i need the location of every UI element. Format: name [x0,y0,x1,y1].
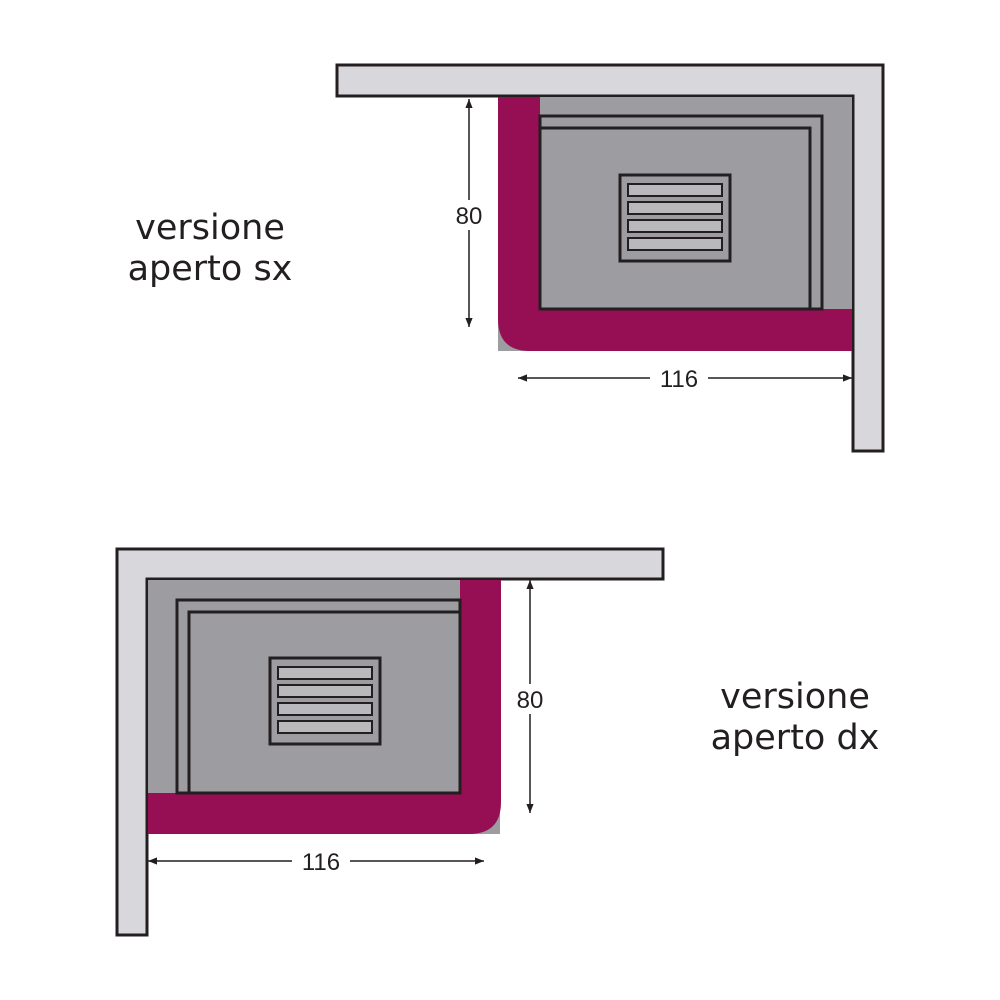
layout-title-aperto-sx: versione aperto sx [110,208,310,291]
width-dimension-value: 116 [302,849,340,876]
title-line-1: versione [135,208,285,248]
sofa-frame [148,580,501,834]
width-dimension-value: 116 [660,366,698,393]
layout-title-aperto-dx: versione aperto dx [695,677,895,760]
coffee-table [618,173,732,263]
wall-l-shape [335,63,885,453]
coffee-table [268,656,382,746]
layout-aperto-dx: 80 116 [115,547,665,937]
layout-aperto-sx: 80 116 [335,63,885,453]
wall-l-shape [115,547,665,937]
title-line-2: aperto sx [127,249,293,290]
title-line-2: aperto dx [710,718,880,759]
title-line-1: versione [720,677,870,717]
depth-dimension-value: 80 [517,687,544,714]
depth-dimension-value: 80 [456,203,483,230]
sofa-frame [498,97,852,351]
